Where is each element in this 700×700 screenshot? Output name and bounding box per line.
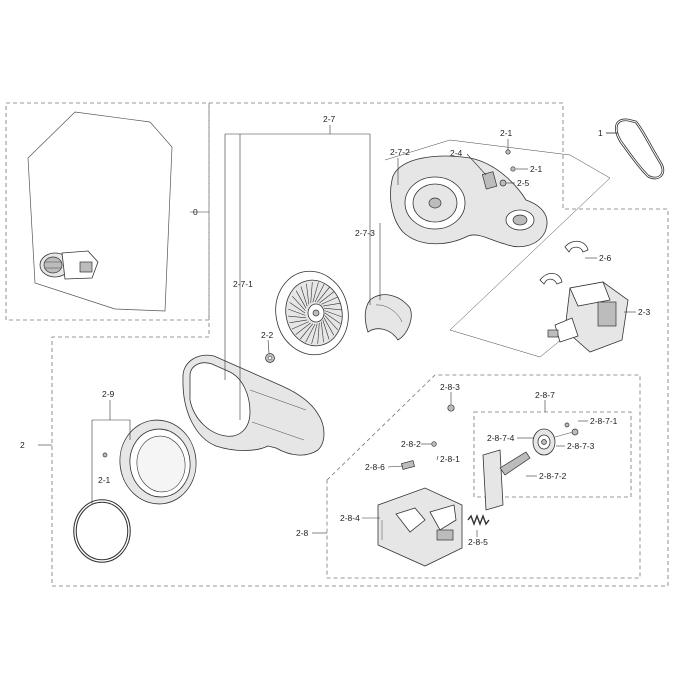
label-2-3: 2-3 xyxy=(638,307,651,317)
part-labels: 0 1 2 2-1 2-1 2-1 2-2 2-3 2-4 2-5 2-6 2-… xyxy=(20,114,651,547)
fan-blade xyxy=(310,282,313,304)
fan-blade xyxy=(306,283,310,305)
screw-part-2-5 xyxy=(499,179,507,187)
label-2-8-2: 2-8-2 xyxy=(401,439,421,449)
label-2: 2 xyxy=(20,440,25,450)
label-2-8-4: 2-8-4 xyxy=(340,513,360,523)
fan-blade xyxy=(314,283,325,303)
fan-blade xyxy=(323,307,342,311)
fan-blade xyxy=(288,315,307,319)
label-2-7: 2-7 xyxy=(323,114,336,124)
duct-seal-part-2-7-3 xyxy=(364,294,412,341)
label-2-8: 2-8 xyxy=(296,528,309,538)
rear-duct-cover-part-2-7-2 xyxy=(390,155,548,248)
fan-blade xyxy=(312,282,319,303)
screw-part-2-1-bottom xyxy=(102,452,108,458)
fan-blade xyxy=(289,302,306,314)
bracket-part-2-4 xyxy=(481,171,498,190)
screw-part-2-8-3 xyxy=(447,404,455,412)
assembly-0-group xyxy=(5,102,210,321)
label-2-8-5: 2-8-5 xyxy=(468,537,488,547)
fan-blade xyxy=(289,319,308,324)
fan-blade xyxy=(324,312,341,324)
label-2-8-3: 2-8-3 xyxy=(440,382,460,392)
belt-part-1 xyxy=(606,118,665,180)
label-2-8-1: 2-8-1 xyxy=(440,454,460,464)
fan-blade xyxy=(300,323,314,340)
leader-lines xyxy=(38,125,636,537)
blower-fan-part-2-7 xyxy=(275,270,349,356)
fan-blade xyxy=(305,323,316,343)
fan-blade xyxy=(300,286,308,307)
label-2-8-7-4: 2-8-7-4 xyxy=(487,433,515,443)
label-2-7-3: 2-7-3 xyxy=(355,228,375,238)
fan-blade xyxy=(324,310,342,318)
assembly-0-motor-thumbnail xyxy=(39,250,99,280)
fan-blade xyxy=(295,290,307,309)
fan-blade xyxy=(292,295,306,311)
assembly-2-8-outline xyxy=(326,374,641,579)
assembly-0-housing-outline xyxy=(27,111,173,312)
fan-blade xyxy=(322,302,341,307)
label-2-8-7-3: 2-8-7-3 xyxy=(567,441,595,451)
label-2-8-6: 2-8-6 xyxy=(365,462,385,472)
fan-blade xyxy=(288,308,306,316)
label-2-8-7-2: 2-8-7-2 xyxy=(539,471,567,481)
label-0: 0 xyxy=(193,207,198,217)
gasket-ring xyxy=(73,499,131,563)
label-2-6: 2-6 xyxy=(599,253,612,263)
label-2-2: 2-2 xyxy=(261,330,274,340)
assembly-2-8-7-outline xyxy=(473,411,632,498)
fan-blade xyxy=(291,321,309,330)
motor-part-2-3 xyxy=(547,281,629,353)
pin-part-2-8-2 xyxy=(431,441,437,447)
fan-blade xyxy=(324,315,338,331)
screws-part-2-1-top xyxy=(505,149,516,172)
label-2-7-1: 2-7-1 xyxy=(233,279,253,289)
label-2-9: 2-9 xyxy=(102,389,115,399)
label-2-5: 2-5 xyxy=(517,178,530,188)
label-2-1-top: 2-1 xyxy=(500,128,513,138)
clip-part-2-8-6 xyxy=(400,460,416,470)
assembly-2-outline xyxy=(51,102,669,587)
fan-blade xyxy=(311,323,318,344)
fan-blade xyxy=(316,286,330,303)
fan-blade xyxy=(319,291,335,304)
idler-pulley-part-2-8-7 xyxy=(532,422,579,456)
label-2-8-7: 2-8-7 xyxy=(535,390,555,400)
nut-part-2-2 xyxy=(265,353,275,363)
fan-blade xyxy=(295,322,311,335)
fan-blade xyxy=(321,296,339,305)
fan-blade xyxy=(320,321,324,343)
label-2-1-mid: 2-1 xyxy=(530,164,543,174)
front-duct-housing-part-2-7-1 xyxy=(182,354,325,456)
spring-part-2-8-5 xyxy=(467,514,490,526)
fan-blade xyxy=(323,317,335,336)
bracket-frame-part-2-8-4 xyxy=(377,487,463,567)
label-2-7-2: 2-7-2 xyxy=(390,147,410,157)
label-2-1-bottom: 2-1 xyxy=(98,475,111,485)
label-2-4: 2-4 xyxy=(450,148,463,158)
label-2-8-7-1: 2-8-7-1 xyxy=(590,416,618,426)
fan-blade xyxy=(317,322,320,344)
fan-blade xyxy=(322,319,330,340)
clips-part-2-6 xyxy=(539,240,589,285)
front-housing-part-2-9 xyxy=(119,419,197,505)
label-1: 1 xyxy=(598,128,603,138)
idler-arm-part-2-8-1 xyxy=(482,449,531,511)
